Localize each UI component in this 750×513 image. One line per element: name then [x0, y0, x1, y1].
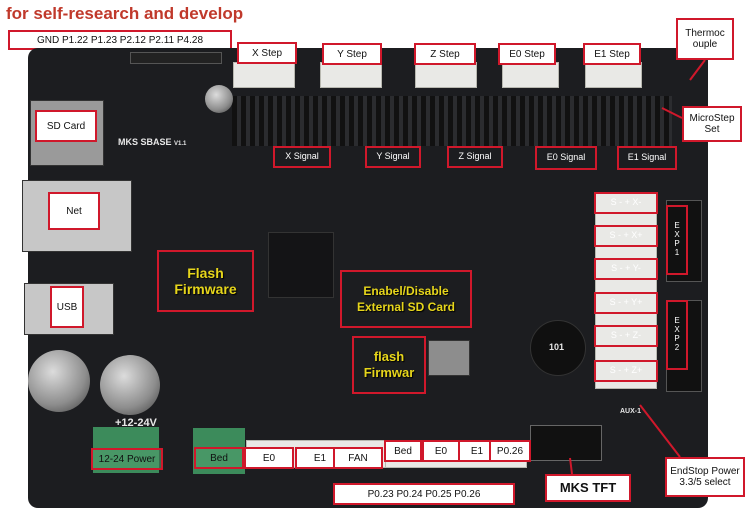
- gnd-pin-header: [130, 52, 222, 64]
- exp1-header: [666, 200, 702, 282]
- therm-p026-label: P0.26: [489, 440, 531, 462]
- e0-signal-label: E0 Signal: [535, 146, 597, 170]
- e1-signal-label: E1 Signal: [617, 146, 677, 170]
- e0-output-label: E0: [244, 447, 294, 469]
- heatsink: [232, 96, 672, 146]
- x-signal-label: X Signal: [273, 146, 331, 168]
- tft-header: [530, 425, 602, 461]
- e1-output-label: E1: [295, 447, 345, 469]
- inductor: [530, 320, 586, 376]
- endstop-z-min: S - + Z-: [594, 325, 658, 347]
- endstop-x-min: S - + X-: [594, 192, 658, 214]
- e0-step-label: E0 Step: [498, 43, 556, 65]
- y-step-label: Y Step: [322, 43, 382, 65]
- flash-firmware-text-1: Flash Firmware: [174, 264, 237, 297]
- net-label: Net: [48, 192, 100, 230]
- thermocouple-label: Thermoc ouple: [676, 18, 734, 60]
- endstop-y-min: S - + Y-: [594, 258, 658, 280]
- e1-step-header: [585, 62, 642, 88]
- endstop-z-max: S - + Z+: [594, 360, 658, 382]
- voltage-silk: +12-24V: [115, 417, 157, 429]
- fan-output-label: FAN: [333, 447, 383, 469]
- x-step-header: [233, 62, 295, 88]
- small-capacitor: [205, 85, 233, 113]
- enable-sd-box: Enabel/Disable External SD Card: [340, 270, 472, 328]
- y-signal-label: Y Signal: [365, 146, 421, 168]
- brand-silk: MKS SBASE V1.1: [118, 137, 187, 147]
- usb-label: USB: [50, 286, 84, 328]
- capacitor-right: [100, 355, 160, 415]
- endstop-power-label: EndStop Power 3.3/5 select: [665, 457, 745, 497]
- regulator: [428, 340, 470, 376]
- z-step-label: Z Step: [414, 43, 476, 65]
- flash-firmware-box-1: Flash Firmware: [157, 250, 254, 312]
- y-step-header: [320, 62, 382, 88]
- mks-tft-label: MKS TFT: [545, 474, 631, 502]
- power-label: 12-24 Power: [91, 448, 163, 470]
- inductor-label: 101: [549, 342, 565, 352]
- flash-firmware-text-2: flash Firmwar: [363, 349, 415, 380]
- flash-firmware-box-2: flash Firmwar: [352, 336, 426, 394]
- mcu-chip: [268, 232, 334, 298]
- endstop-header: [595, 192, 657, 389]
- z-signal-label: Z Signal: [447, 146, 503, 168]
- endstop-x-max: S - + X+: [594, 225, 658, 247]
- capacitor-left: [28, 350, 90, 412]
- sd-card-label: SD Card: [35, 110, 97, 142]
- endstop-y-max: S - + Y+: [594, 292, 658, 314]
- microstep-label: MicroStep Set: [682, 106, 742, 142]
- x-step-label: X Step: [237, 42, 297, 64]
- therm-bed-label: Bed: [384, 440, 422, 462]
- enable-sd-text: Enabel/Disable External SD Card: [356, 283, 456, 314]
- e1-step-label: E1 Step: [583, 43, 641, 65]
- bed-output-label: Bed: [194, 447, 244, 469]
- page-title: for self-research and develop: [6, 4, 244, 23]
- bottom-pins-label: P0.23 P0.24 P0.25 P0.26: [333, 483, 515, 505]
- aux-silk: AUX-1: [620, 408, 642, 415]
